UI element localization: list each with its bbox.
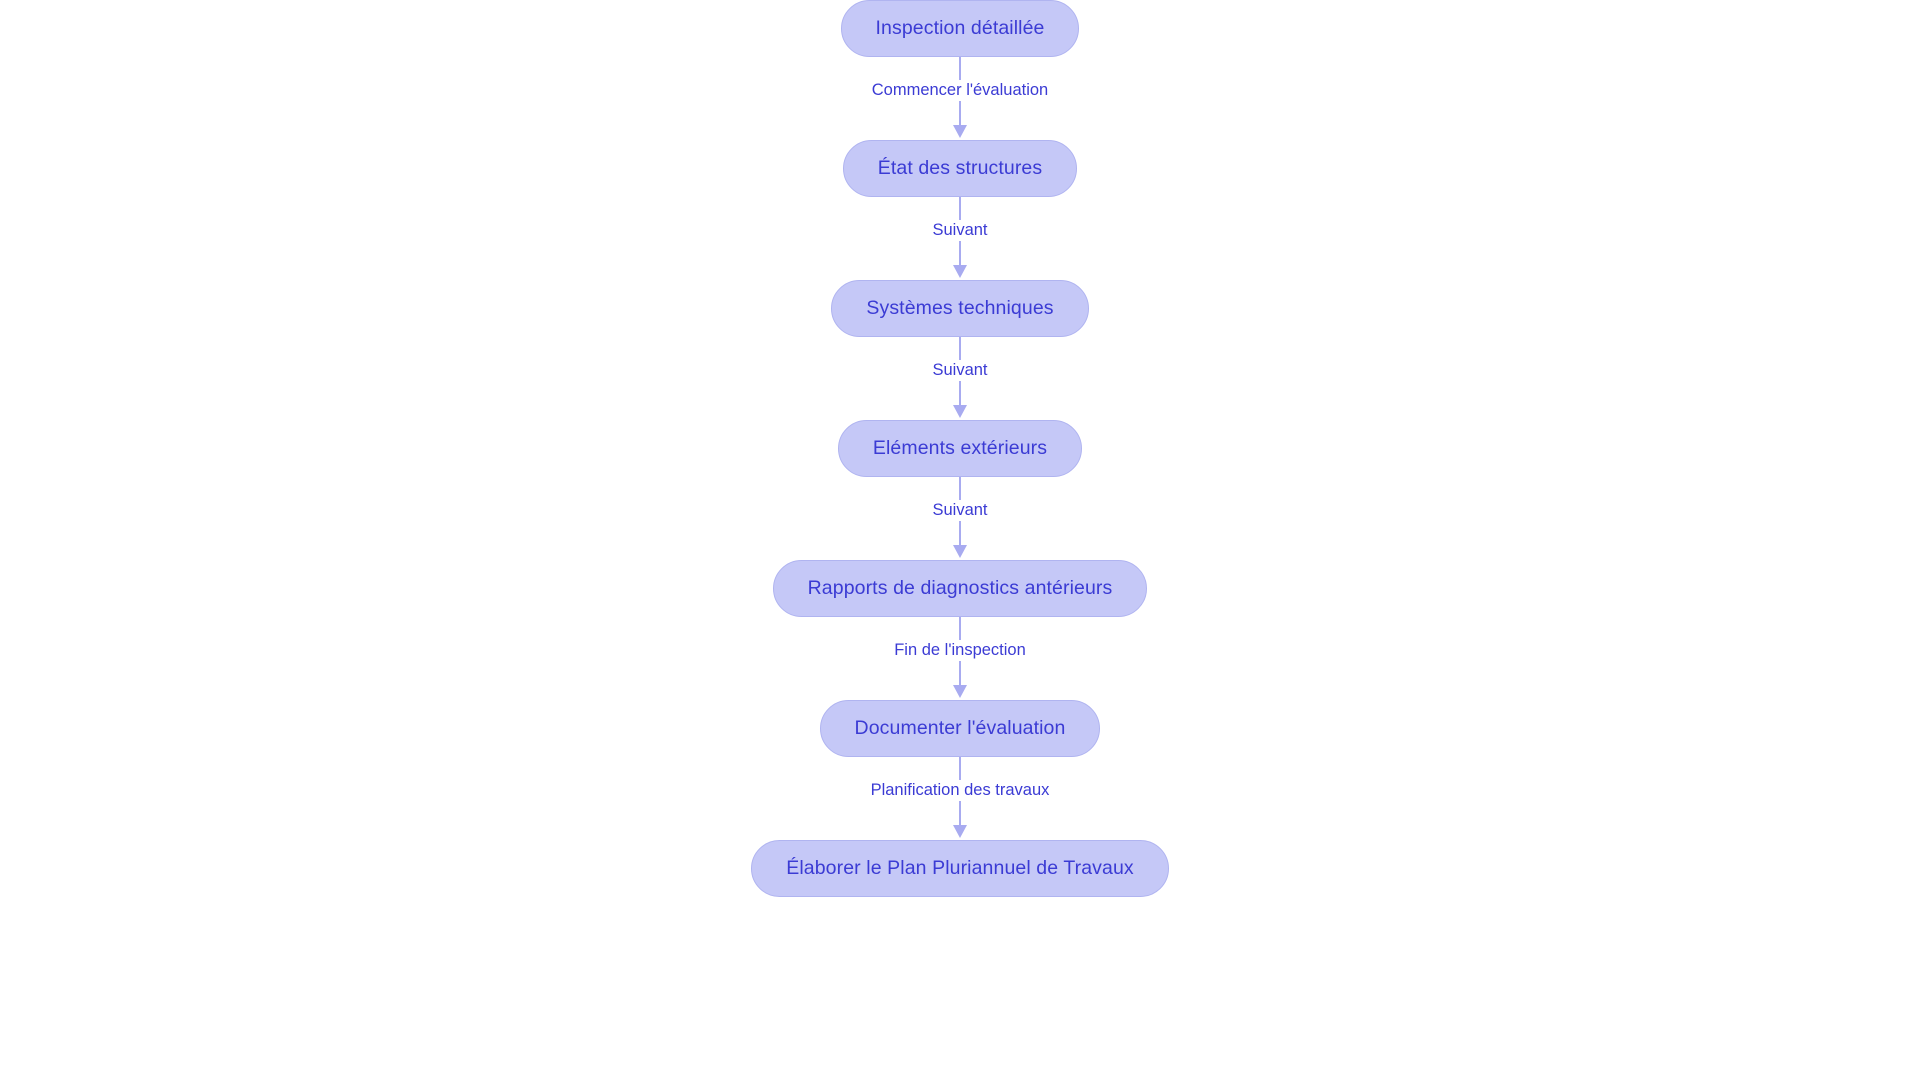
arrow-head-icon [953, 825, 967, 838]
flowchart-node-etat-des-structures[interactable]: État des structures [842, 140, 1078, 197]
arrow-head-icon [953, 405, 967, 418]
flowchart-node-documenter-evaluation[interactable]: Documenter l'évaluation [819, 700, 1101, 757]
flowchart-edge-5: Fin de l'inspection [750, 617, 1170, 700]
node-label: État des structures [877, 156, 1043, 179]
arrow-head-icon [953, 125, 967, 138]
node-label: Élaborer le Plan Pluriannuel de Travaux [786, 856, 1134, 879]
node-label: Systèmes techniques [866, 296, 1054, 319]
edge-label: Fin de l'inspection [887, 640, 1033, 661]
flowchart-node-elaborer-plan-pluriannuel[interactable]: Élaborer le Plan Pluriannuel de Travaux [751, 840, 1169, 897]
flowchart-edge-2: Suivant [750, 197, 1170, 280]
flowchart-node-rapports-diagnostics-anterieurs[interactable]: Rapports de diagnostics antérieurs [772, 560, 1148, 617]
flowchart-node-column: Inspection détaillée Commencer l'évaluat… [750, 0, 1170, 897]
flowchart-edge-6: Planification des travaux [750, 757, 1170, 840]
edge-label: Planification des travaux [863, 780, 1057, 801]
flowchart-node-systemes-techniques[interactable]: Systèmes techniques [831, 280, 1089, 337]
flowchart-edge-3: Suivant [750, 337, 1170, 420]
node-label: Rapports de diagnostics antérieurs [807, 576, 1113, 599]
edge-label: Suivant [925, 500, 995, 521]
flowchart-edge-4: Suivant [750, 477, 1170, 560]
edge-label: Suivant [925, 360, 995, 381]
node-label: Eléments extérieurs [872, 436, 1048, 459]
arrow-head-icon [953, 545, 967, 558]
edge-label: Commencer l'évaluation [864, 80, 1056, 101]
node-label: Inspection détaillée [875, 16, 1045, 39]
flowchart-node-elements-exterieurs[interactable]: Eléments extérieurs [837, 420, 1083, 477]
flowchart-node-inspection-detaillee[interactable]: Inspection détaillée [840, 0, 1080, 57]
arrow-head-icon [953, 685, 967, 698]
node-label: Documenter l'évaluation [854, 716, 1066, 739]
flowchart-edge-1: Commencer l'évaluation [750, 57, 1170, 140]
arrow-head-icon [953, 265, 967, 278]
edge-label: Suivant [925, 220, 995, 241]
